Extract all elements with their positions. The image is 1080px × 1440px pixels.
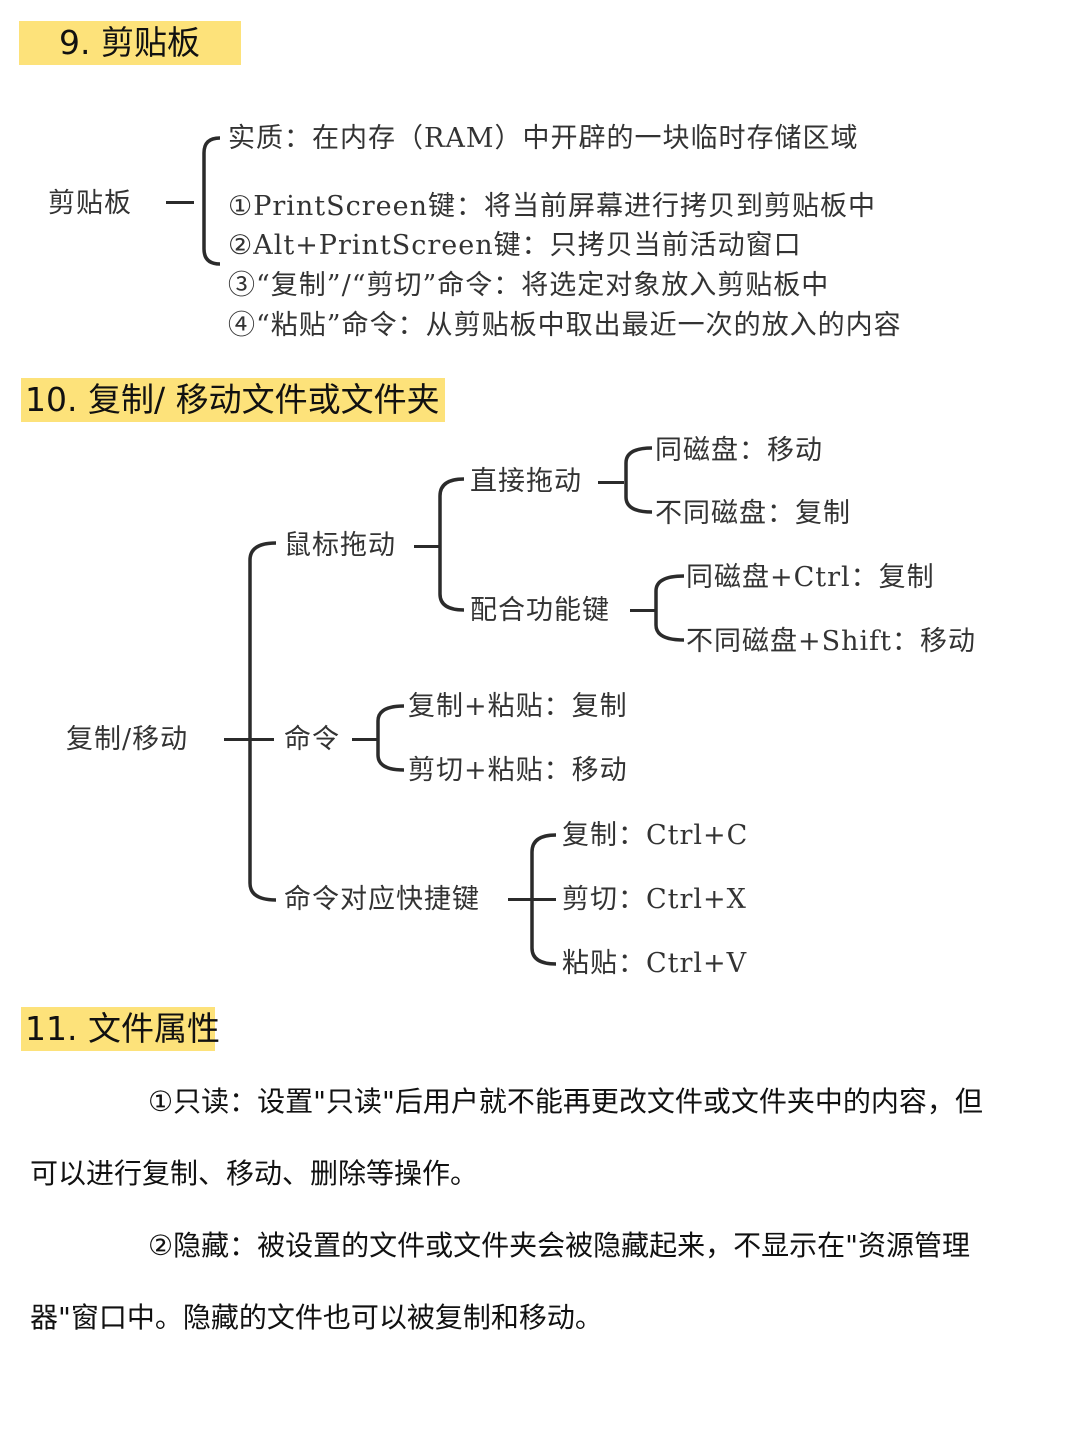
leaf-shortcut-cut: 剪切：Ctrl+X xyxy=(562,884,747,915)
readonly-paragraph-line2: 可以进行复制、移动、删除等操作。 xyxy=(30,1157,479,1190)
function-key-connector xyxy=(630,609,656,612)
leaf-diff-disk-copy: 不同磁盘：复制 xyxy=(655,498,851,529)
hidden-paragraph-line1: ②隐藏：被设置的文件或文件夹会被隐藏起来，不显示在"资源管理 xyxy=(148,1229,970,1262)
command-brace xyxy=(376,704,405,772)
clipboard-item-paste: ④“粘贴”命令：从剪贴板中取出最近一次的放入的内容 xyxy=(228,310,902,341)
shortcuts-brace xyxy=(530,833,557,966)
leaf-diff-disk-shift-move: 不同磁盘+Shift：移动 xyxy=(686,626,976,657)
command-connector xyxy=(352,738,378,741)
readonly-paragraph-line1: ①只读：设置"只读"后用户就不能再更改文件或文件夹中的内容，但 xyxy=(148,1085,983,1118)
section-10-heading-text: 10. 复制/ 移动文件或文件夹 xyxy=(25,380,440,419)
hidden-paragraph-line2: 器"窗口中。隐藏的文件也可以被复制和移动。 xyxy=(30,1301,603,1334)
clipboard-brace xyxy=(202,136,221,266)
branch-shortcuts: 命令对应快捷键 xyxy=(284,884,480,915)
mouse-drag-brace xyxy=(438,477,465,612)
clipboard-root-node: 剪贴板 xyxy=(48,188,132,219)
branch-direct-drag: 直接拖动 xyxy=(470,466,582,497)
clipboard-item-essence: 实质：在内存（RAM）中开辟的一块临时存储区域 xyxy=(228,123,859,154)
section-9-heading-text: 9. 剪贴板 xyxy=(59,23,200,62)
direct-drag-connector xyxy=(598,481,624,484)
copy-move-root-node: 复制/移动 xyxy=(66,724,189,755)
clipboard-item-copy-cut: ③“复制”/“剪切”命令：将选定对象放入剪贴板中 xyxy=(228,270,830,301)
leaf-cut-paste: 剪切+粘贴：移动 xyxy=(408,755,628,786)
clipboard-item-printscreen: ①PrintScreen键：将当前屏幕进行拷贝到剪贴板中 xyxy=(228,191,877,222)
branch-mouse-drag: 鼠标拖动 xyxy=(284,530,396,561)
clipboard-item-alt-printscreen: ②Alt+PrintScreen键：只拷贝当前活动窗口 xyxy=(228,230,802,261)
clipboard-connector xyxy=(166,201,194,204)
section-10-heading: 10. 复制/ 移动文件或文件夹 xyxy=(21,378,445,422)
branch-command: 命令 xyxy=(284,724,340,755)
leaf-same-disk-ctrl-copy: 同磁盘+Ctrl：复制 xyxy=(686,562,935,593)
direct-drag-brace xyxy=(624,446,653,514)
leaf-shortcut-paste: 粘贴：Ctrl+V xyxy=(562,948,748,979)
branch-with-function-key: 配合功能键 xyxy=(470,595,610,626)
function-key-brace xyxy=(654,574,685,642)
section-11-heading-text: 11. 文件属性 xyxy=(25,1009,220,1048)
leaf-shortcut-copy: 复制：Ctrl+C xyxy=(562,820,749,851)
section-9-heading: 9. 剪贴板 xyxy=(19,21,241,65)
root-brace xyxy=(248,541,277,902)
section-11-heading: 11. 文件属性 xyxy=(21,1007,220,1051)
leaf-same-disk-move: 同磁盘：移动 xyxy=(655,435,823,466)
leaf-copy-paste: 复制+粘贴：复制 xyxy=(408,691,628,722)
mouse-drag-connector xyxy=(414,545,440,548)
